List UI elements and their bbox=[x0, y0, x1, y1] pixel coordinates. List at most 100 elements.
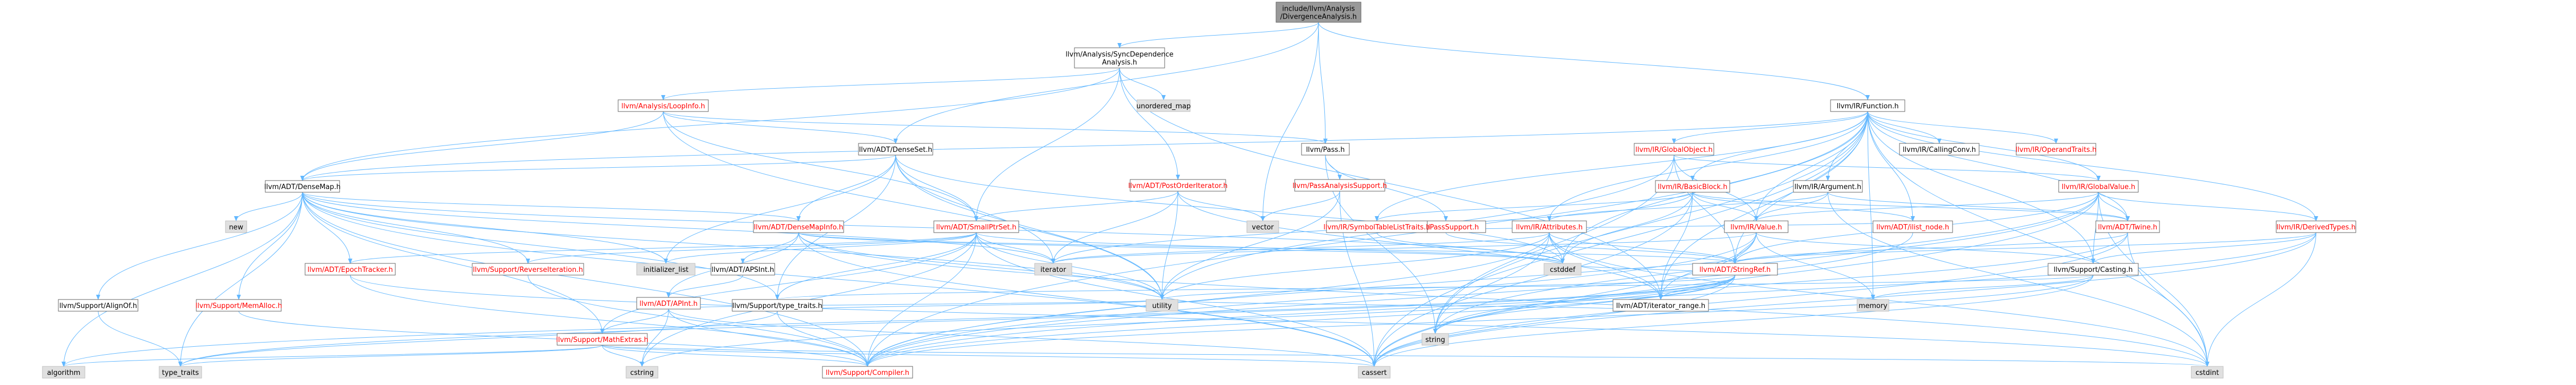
node-mathextras[interactable]: llvm/Support/MathExtras.h bbox=[556, 333, 648, 346]
node-apint[interactable]: llvm/ADT/APInt.h bbox=[636, 297, 701, 310]
edge-function-derivedtypes bbox=[1867, 111, 2318, 221]
node-denseset[interactable]: llvm/ADT/DenseSet.h bbox=[858, 143, 933, 156]
node-typetraits_s[interactable]: llvm/Support/type_traits.h bbox=[732, 299, 823, 312]
node-iterrange[interactable]: llvm/ADT/iterator_range.h bbox=[1612, 299, 1709, 312]
edge-smallptrset-compiler bbox=[865, 232, 977, 367]
node-label-cstddef: cstddef bbox=[1550, 266, 1576, 274]
edge-apint-compiler bbox=[668, 309, 870, 367]
node-label-algorithm: algorithm bbox=[47, 369, 81, 377]
edge-argument-twine bbox=[1827, 192, 2130, 221]
node-cstddef: cstddef bbox=[1543, 263, 1582, 276]
node-cstring: cstring bbox=[626, 366, 658, 379]
node-postorder[interactable]: llvm/ADT/PostOrderIterator.h bbox=[1128, 179, 1228, 192]
node-label-alignof: llvm/Support/AlignOf.h bbox=[59, 302, 137, 310]
node-label-function: llvm/IR/Function.h bbox=[1837, 102, 1899, 110]
node-globalobject[interactable]: llvm/IR/GlobalObject.h bbox=[1634, 143, 1714, 156]
edge-twine-cstdint bbox=[2127, 232, 2209, 367]
node-box-derivedtypes bbox=[2276, 220, 2356, 233]
node-box-memalloc bbox=[196, 299, 282, 312]
edge-mathextras-type_traits bbox=[178, 345, 603, 367]
node-argument[interactable]: llvm/IR/Argument.h bbox=[1793, 180, 1863, 193]
node-label-memalloc: llvm/Support/MemAlloc.h bbox=[195, 302, 282, 310]
edge-attributes-stringref bbox=[1549, 232, 1737, 264]
edge-mathextras-cstring bbox=[602, 345, 644, 367]
node-ilistnode[interactable]: llvm/ADT/ilist_node.h bbox=[1872, 220, 1953, 233]
node-label-value: llvm/IR/Value.h bbox=[1730, 224, 1782, 232]
node-box-function bbox=[1830, 99, 1905, 112]
node-loopinfo[interactable]: llvm/Analysis/LoopInfo.h bbox=[618, 99, 709, 112]
node-label-apsint: llvm/ADT/APSInt.h bbox=[712, 266, 774, 274]
node-new: new bbox=[225, 220, 247, 233]
edge-function-value bbox=[1754, 111, 1868, 221]
node-globalvalue[interactable]: llvm/IR/GlobalValue.h bbox=[2058, 180, 2139, 193]
node-apsint[interactable]: llvm/ADT/APSInt.h bbox=[710, 263, 775, 276]
node-attributes[interactable]: llvm/IR/Attributes.h bbox=[1512, 220, 1587, 233]
node-function[interactable]: llvm/IR/Function.h bbox=[1830, 99, 1905, 112]
graph-nodes: include/llvm/Analysis/DivergenceAnalysis… bbox=[42, 2, 2356, 379]
node-label-symtab: llvm/IR/SymbolTableListTraits.h bbox=[1323, 224, 1430, 232]
edge-sync-unordered_map bbox=[1119, 67, 1166, 100]
node-label-densemapinfo: llvm/ADT/DenseMapInfo.h bbox=[754, 224, 843, 232]
edge-root-denseset bbox=[894, 22, 1319, 144]
edge-function-ilistnode bbox=[1867, 111, 1915, 221]
edge-epoch-cstdint bbox=[350, 275, 2209, 367]
edge-stringref-type_traits bbox=[178, 275, 1736, 367]
node-compiler[interactable]: llvm/Support/Compiler.h bbox=[822, 366, 913, 379]
edge-densemapinfo-cstddef bbox=[798, 232, 1565, 264]
node-label-densemap: llvm/ADT/DenseMap.h bbox=[264, 183, 341, 191]
edge-globalobject-globalvalue bbox=[1673, 155, 2101, 181]
node-value[interactable]: llvm/IR/Value.h bbox=[1724, 220, 1789, 233]
edge-densemap-mathextras bbox=[302, 192, 604, 334]
node-casting[interactable]: llvm/Support/Casting.h bbox=[2048, 263, 2139, 276]
edge-apint-mathextras bbox=[600, 309, 669, 334]
node-densemap[interactable]: llvm/ADT/DenseMap.h bbox=[264, 180, 341, 193]
node-memalloc[interactable]: llvm/Support/MemAlloc.h bbox=[195, 299, 282, 312]
node-box-compiler bbox=[822, 366, 913, 379]
node-basicblock[interactable]: llvm/IR/BasicBlock.h bbox=[1655, 180, 1730, 193]
edge-loopinfo-utility bbox=[663, 111, 1164, 300]
node-box-vector bbox=[1246, 220, 1279, 233]
node-label-compiler: llvm/Support/Compiler.h bbox=[826, 369, 909, 377]
node-label-cstring: cstring bbox=[630, 369, 654, 377]
node-pass[interactable]: llvm/Pass.h bbox=[1301, 143, 1350, 156]
node-smallptrset[interactable]: llvm/ADT/SmallPtrSet.h bbox=[933, 220, 1019, 233]
node-derivedtypes[interactable]: llvm/IR/DerivedTypes.h bbox=[2276, 220, 2356, 233]
node-passanalysis[interactable]: llvm/PassAnalysisSupport.h bbox=[1293, 179, 1387, 192]
node-box-postorder bbox=[1130, 179, 1226, 192]
node-box-smallptrset bbox=[933, 220, 1019, 233]
node-stringref[interactable]: llvm/ADT/StringRef.h bbox=[1692, 263, 1778, 276]
node-twine[interactable]: llvm/ADT/Twine.h bbox=[2095, 220, 2160, 233]
edge-densemap-typetraits_s bbox=[302, 192, 779, 300]
node-epoch[interactable]: llvm/ADT/EpochTracker.h bbox=[305, 263, 396, 276]
node-label-globalobject: llvm/IR/GlobalObject.h bbox=[1635, 146, 1712, 154]
node-operandtraits[interactable]: llvm/IR/OperandTraits.h bbox=[2016, 143, 2097, 156]
node-densemapinfo[interactable]: llvm/ADT/DenseMapInfo.h bbox=[753, 220, 844, 233]
node-box-apsint bbox=[710, 263, 775, 276]
node-box-argument bbox=[1793, 180, 1863, 193]
node-label-loopinfo: llvm/Analysis/LoopInfo.h bbox=[621, 102, 705, 110]
node-box-globalvalue bbox=[2058, 180, 2139, 193]
edge-mathextras-algorithm bbox=[62, 345, 603, 367]
node-box-initializer_list bbox=[636, 263, 696, 276]
edge-function-operandtraits bbox=[1867, 111, 2058, 144]
edge-derivedtypes-cstdint bbox=[2205, 232, 2317, 367]
edge-root-sync bbox=[1117, 22, 1319, 48]
node-type_traits: type_traits bbox=[159, 366, 202, 379]
edge-basicblock-iterrange bbox=[1659, 192, 1693, 300]
node-box-unordered_map bbox=[1137, 99, 1191, 112]
node-reverseiter[interactable]: llvm/Support/ReverseIteration.h bbox=[472, 263, 584, 276]
edge-alignof-type_traits bbox=[98, 311, 183, 367]
node-label-type_traits: type_traits bbox=[162, 369, 199, 377]
node-alignof[interactable]: llvm/Support/AlignOf.h bbox=[58, 299, 138, 312]
edge-casting-compiler bbox=[865, 275, 2094, 367]
node-label-cassert: cassert bbox=[1361, 369, 1386, 377]
edge-loopinfo-smallptrset bbox=[663, 111, 978, 221]
edge-ilistnode-compiler bbox=[865, 232, 1913, 367]
node-label-callingconv: llvm/IR/CallingConv.h bbox=[1903, 146, 1976, 154]
node-callingconv[interactable]: llvm/IR/CallingConv.h bbox=[1899, 143, 1980, 156]
node-box-ilistnode bbox=[1872, 220, 1953, 233]
edge-basicblock-cassert bbox=[1372, 192, 1693, 367]
node-root[interactable]: include/llvm/Analysis/DivergenceAnalysis… bbox=[1276, 2, 1361, 23]
node-symtab[interactable]: llvm/IR/SymbolTableListTraits.h bbox=[1323, 220, 1430, 233]
